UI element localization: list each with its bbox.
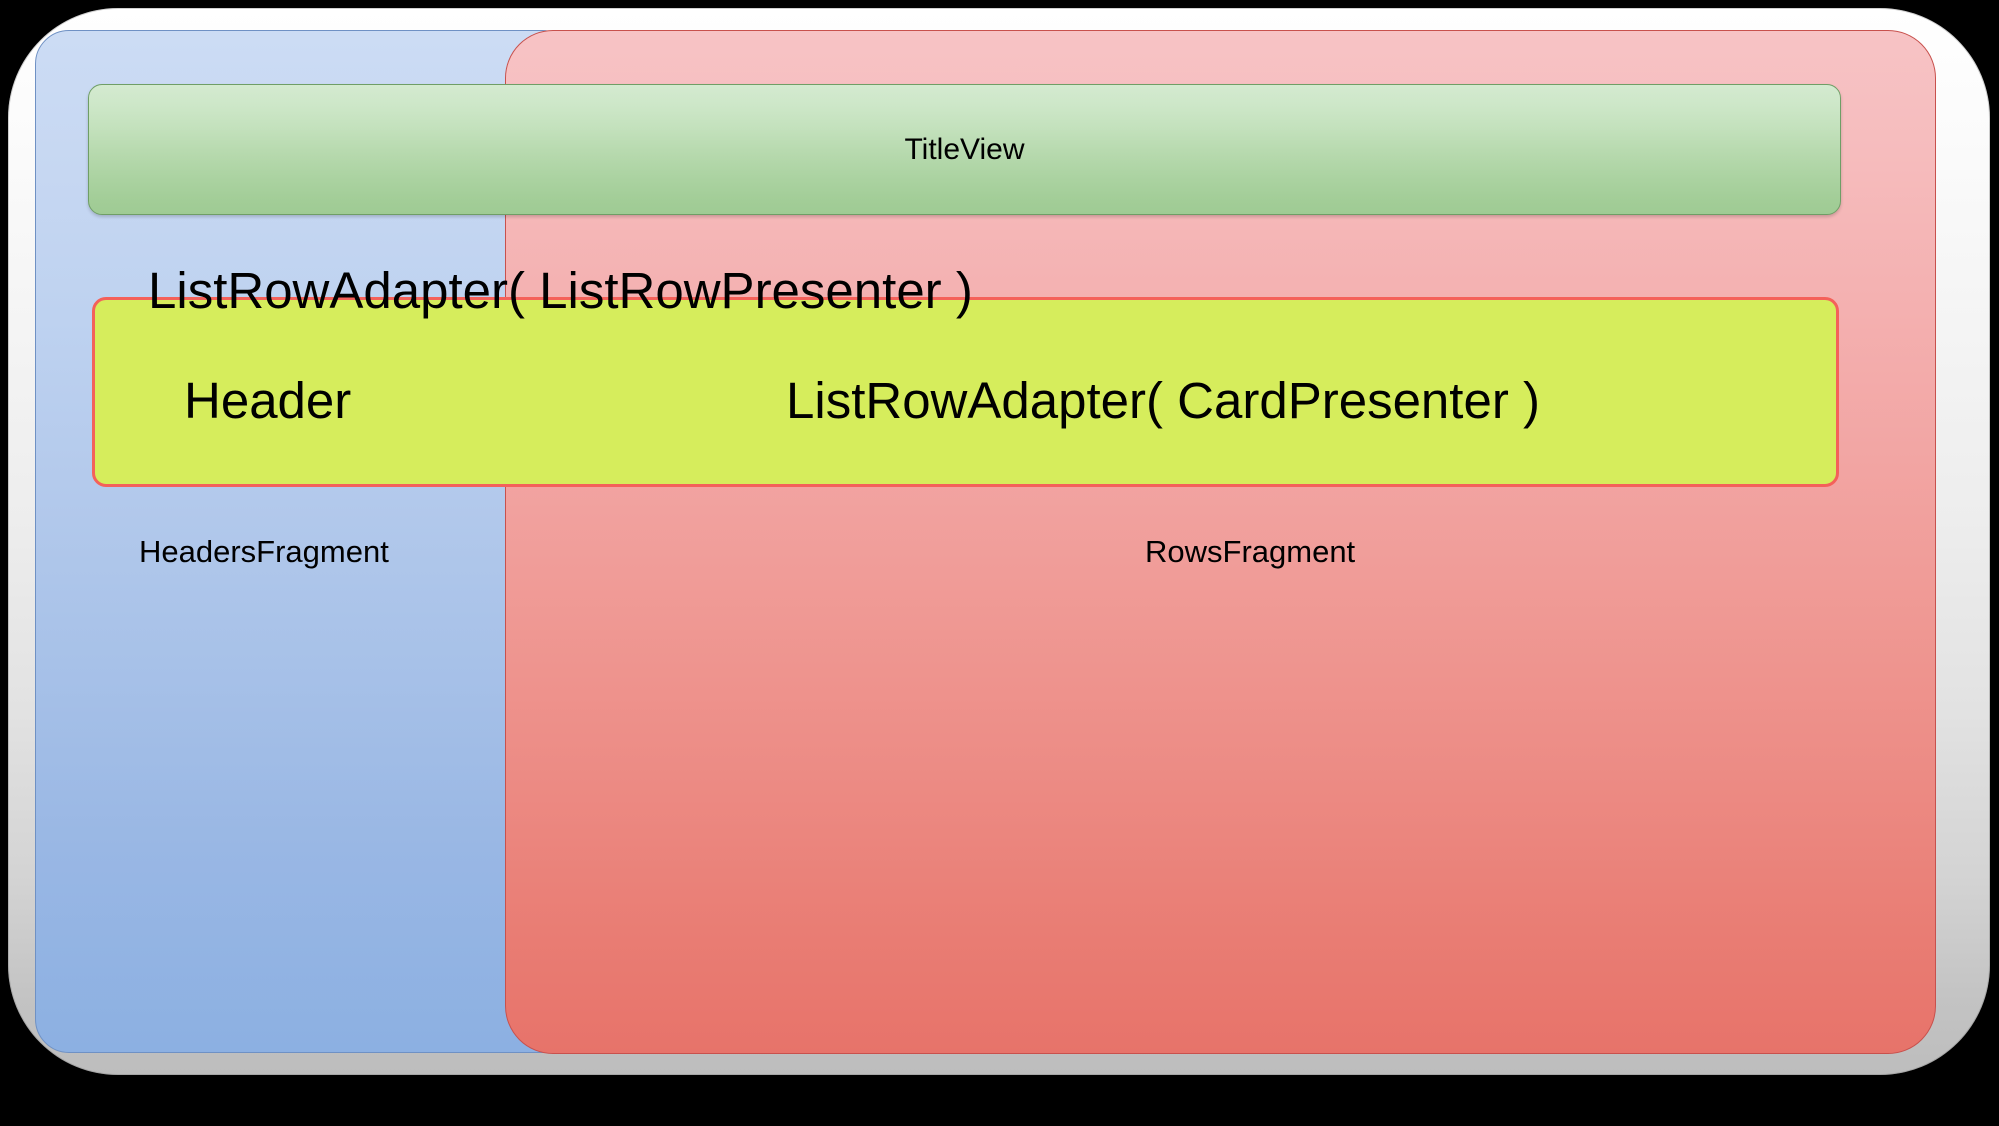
list-row-adapter-list-row-presenter-label: ListRowAdapter( ListRowPresenter )	[148, 262, 973, 319]
title-view-box: TitleView	[88, 84, 1841, 215]
title-view-label: TitleView	[904, 132, 1025, 166]
list-row-adapter-card-presenter-label: ListRowAdapter( CardPresenter )	[786, 372, 1540, 429]
header-label: Header	[184, 372, 352, 429]
headers-fragment-label: HeadersFragment	[139, 534, 389, 569]
rows-fragment-label: RowsFragment	[1145, 534, 1356, 569]
list-row-adapter-box	[92, 297, 1839, 487]
